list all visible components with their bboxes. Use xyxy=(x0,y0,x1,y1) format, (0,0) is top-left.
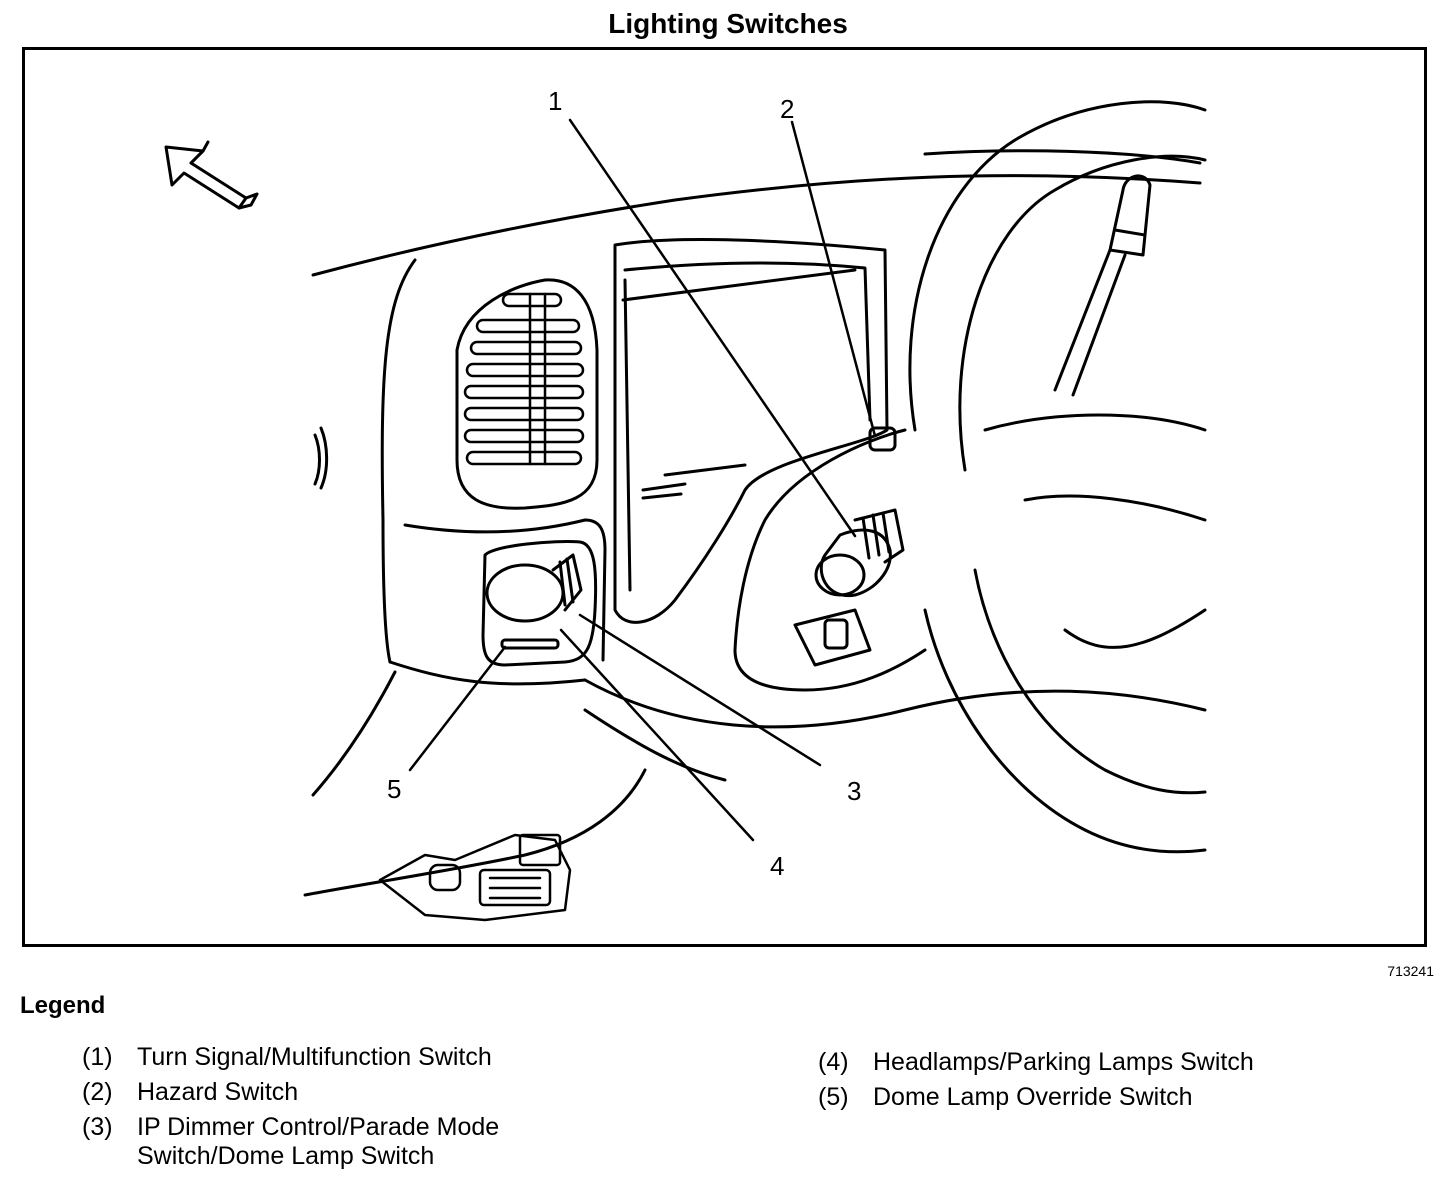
legend-item: (4) Headlamps/Parking Lamps Switch xyxy=(818,1048,1254,1077)
legend-list-right: (4) Headlamps/Parking Lamps Switch (5) D… xyxy=(818,1048,1254,1118)
legend-item: (5) Dome Lamp Override Switch xyxy=(818,1083,1254,1112)
legend-list-left: (1) Turn Signal/Multifunction Switch (2)… xyxy=(82,1043,557,1177)
instrument-cluster-opening xyxy=(613,238,889,624)
dome-override-switch xyxy=(500,638,560,650)
legend-item: (2) Hazard Switch xyxy=(82,1078,557,1107)
legend-number: (2) xyxy=(82,1078,113,1106)
callout-1: 1 xyxy=(548,86,562,116)
headlamp-switch-bezel xyxy=(481,540,598,667)
figure-id: 713241 xyxy=(1387,963,1434,979)
legend-number: (3) xyxy=(82,1113,113,1141)
legend-text: Turn Signal/Multifunction Switch xyxy=(137,1043,492,1071)
dashboard-illustration: 1 2 3 4 5 xyxy=(164,86,1207,922)
air-vent xyxy=(455,278,599,510)
dash-top-contour xyxy=(311,174,1202,277)
turn-signal-knob xyxy=(819,528,892,597)
legend-number: (5) xyxy=(818,1083,849,1111)
forward-arrow-icon xyxy=(164,145,248,210)
turn-signal-lever xyxy=(1053,248,1112,392)
callout-5: 5 xyxy=(387,774,401,804)
legend-item: (3) IP Dimmer Control/Parade Mode Switch… xyxy=(82,1113,557,1171)
hazard-switch xyxy=(868,426,897,452)
diagram-title: Lighting Switches xyxy=(608,8,848,39)
callout-3: 3 xyxy=(847,776,861,806)
callout-leaders xyxy=(408,118,877,842)
steering-wheel xyxy=(908,100,1207,432)
callout-4: 4 xyxy=(770,851,784,881)
legend-item: (1) Turn Signal/Multifunction Switch xyxy=(82,1043,557,1072)
legend-text: IP Dimmer Control/Parade Mode Switch/Dom… xyxy=(137,1113,500,1170)
diagnostic-connector xyxy=(378,833,572,922)
callout-2: 2 xyxy=(780,94,794,124)
legend-text: Headlamps/Parking Lamps Switch xyxy=(873,1048,1254,1076)
legend-text: Dome Lamp Override Switch xyxy=(873,1083,1193,1111)
headlamp-knob xyxy=(485,563,565,623)
legend-number: (4) xyxy=(818,1048,849,1076)
legend-heading: Legend xyxy=(20,992,106,1019)
lower-dash-edge xyxy=(303,768,647,897)
diagram-frame: 1 2 3 4 5 xyxy=(22,47,1427,947)
legend-number: (1) xyxy=(82,1043,113,1071)
legend-text: Hazard Switch xyxy=(137,1078,299,1106)
